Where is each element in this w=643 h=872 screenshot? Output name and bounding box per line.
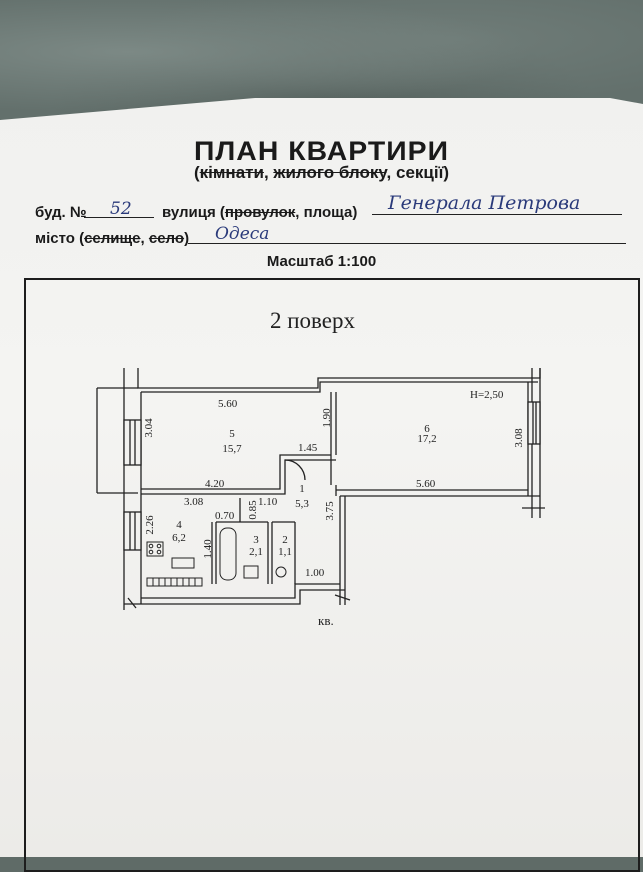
fixtures [146, 527, 287, 587]
room1-number: 1 [299, 483, 305, 495]
room1-area: 5,3 [295, 498, 309, 510]
dim-hall-lower: 1.10 [258, 496, 278, 508]
building-label: буд. № [35, 204, 87, 221]
window-room5 [123, 419, 142, 466]
bathtub-icon [219, 527, 237, 581]
dim-room5-width: 5.60 [218, 398, 238, 410]
city-label: місто (селище, село) [35, 230, 190, 247]
height-note: Н=2,50 [470, 389, 504, 401]
dim-room5-bottom: 4.20 [205, 478, 225, 490]
room5-area: 15,7 [222, 443, 242, 455]
dim-kitchen-width: 3.08 [184, 496, 204, 508]
dim-room6-width: 5.60 [416, 478, 436, 490]
sink-icon [171, 557, 195, 569]
top-wall [137, 368, 541, 389]
bottom-wall [124, 589, 345, 605]
radiator-icon [146, 577, 203, 587]
plan-walls [96, 368, 545, 610]
city-value: Одеса [215, 224, 270, 244]
apartment-mark: кв. [318, 613, 334, 628]
room6-number: 6 [424, 423, 430, 435]
building-number-underline [84, 217, 154, 218]
window-kitchen [123, 511, 142, 551]
dim-room5-inner: 1.90 [321, 408, 333, 428]
dim-entry-width: 1.00 [305, 567, 325, 579]
building-row: буд. № [35, 204, 87, 221]
washbasin-icon [243, 565, 259, 579]
room3-area: 2,1 [249, 546, 263, 558]
door-arc-hall [284, 459, 306, 481]
room5-number: 5 [229, 428, 235, 440]
top-wall-inner [141, 381, 538, 393]
room2-area: 1,1 [278, 546, 292, 558]
stove-icon [146, 541, 164, 557]
street-value: Генерала Петрова [388, 192, 581, 214]
document-title: ПЛАН КВАРТИРИ [193, 136, 450, 166]
dim-bath-depth: 0.85 [247, 500, 259, 520]
street-underline [372, 214, 622, 215]
floor-label: 2 поверх [270, 308, 355, 333]
room4-number: 4 [176, 519, 182, 531]
document-subtitle: (кімнати, жилого блоку, секції) [193, 163, 450, 182]
room5-bottom-wall [141, 454, 331, 490]
dim-bath-width: 0.70 [215, 510, 235, 522]
building-number: 52 [110, 199, 132, 219]
room3-number: 3 [253, 534, 259, 546]
dim-kitchen-nook: 1.40 [202, 539, 214, 559]
room4-area: 6,2 [172, 532, 186, 544]
street-label: вулиця (провулок, площа) [162, 204, 358, 221]
dim-kitchen-depth: 2.26 [144, 515, 156, 535]
dim-room5-depth: 3.04 [143, 418, 155, 438]
dim-hall-width: 1.45 [298, 442, 318, 454]
fabric-background [0, 0, 643, 130]
dim-room6-depth: 3.08 [513, 428, 525, 448]
dim-hall-depth: 3.75 [324, 501, 336, 521]
scale-label: Масштаб 1:100 [266, 253, 377, 270]
room2-number: 2 [282, 534, 288, 546]
toilet-icon [275, 566, 287, 578]
room6-area: 17,2 [417, 433, 436, 445]
window-room6 [527, 401, 541, 445]
city-underline [188, 243, 626, 244]
paper-sheet [0, 98, 643, 857]
